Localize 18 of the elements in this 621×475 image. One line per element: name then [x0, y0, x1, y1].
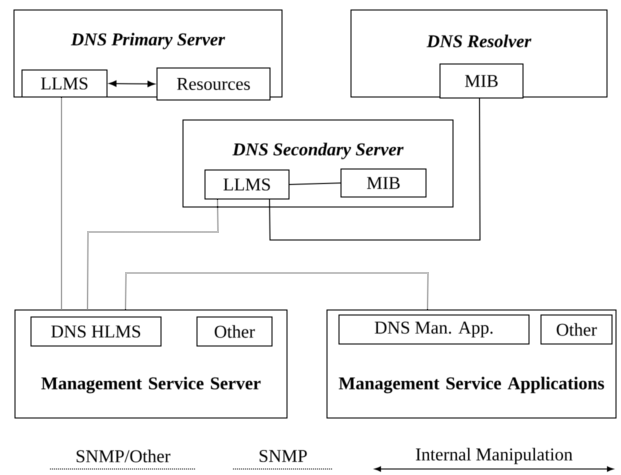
- component-box: DNS HLMS: [30, 316, 162, 346]
- connector: [125, 272, 429, 310]
- connector: [87, 199, 219, 310]
- component-box: MIB: [440, 64, 524, 98]
- component-box: LLMS: [22, 70, 108, 98]
- component-box: Other: [540, 314, 612, 344]
- legend-text: SNMP: [260, 450, 307, 462]
- legend-text: Internal Manipulation: [416, 448, 572, 464]
- component-box: DNS Man. App.: [338, 314, 530, 344]
- connector: [289, 182, 341, 185]
- connector: [61, 97, 62, 310]
- component-box: Resources: [156, 68, 270, 100]
- component-box: MIB: [340, 168, 426, 198]
- legend-text: SNMP/Other: [76, 450, 170, 462]
- connector: [109, 80, 155, 88]
- component-box: LLMS: [204, 170, 290, 200]
- component-box: Other: [196, 316, 272, 346]
- connector: [269, 98, 480, 240]
